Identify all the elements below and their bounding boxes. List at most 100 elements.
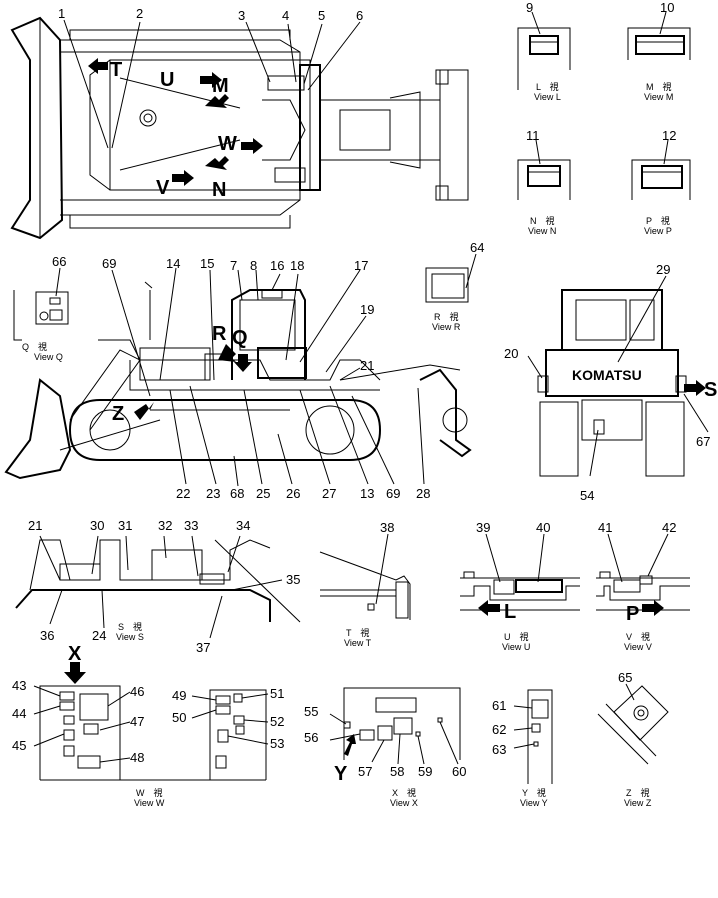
callout-36: 36 — [40, 628, 54, 643]
caption-view-m-jp: M 視 — [646, 81, 672, 92]
callout-6: 6 — [356, 8, 363, 23]
callout-59: 59 — [418, 764, 432, 779]
callout-3: 3 — [238, 8, 245, 23]
callout-39: 39 — [476, 520, 490, 535]
callout-7: 7 — [230, 258, 237, 273]
callout-32: 32 — [158, 518, 172, 533]
callout-65: 65 — [618, 670, 632, 685]
caption-view-v-jp: V 視 — [626, 631, 650, 642]
callout-55: 55 — [304, 704, 318, 719]
view-letter-m: M — [212, 75, 229, 97]
callout-1: 1 — [58, 6, 65, 21]
callout-46: 46 — [130, 684, 144, 699]
caption-view-r-en: View R — [432, 322, 461, 332]
callout-52: 52 — [270, 714, 284, 729]
callout-51: 51 — [270, 686, 284, 701]
side-view-drawing — [4, 267, 472, 487]
callout-50: 50 — [172, 710, 186, 725]
caption-view-m-en: View M — [644, 92, 673, 102]
caption-view-w-jp: W 視 — [136, 787, 163, 798]
view-r: 64 R 視 View R — [425, 240, 484, 332]
callout-16: 16 — [270, 258, 284, 273]
rear-view-labels: 29 20 S 67 54 — [504, 262, 717, 503]
caption-view-p-jp: P 視 — [646, 215, 670, 226]
callout-2: 2 — [136, 6, 143, 21]
view-letter-y: Y — [334, 763, 348, 785]
callout-69-bottom: 69 — [386, 486, 400, 501]
detail-views-lmnp: 9 L 視 View L 10 M 視 View M 11 N 視 View N… — [517, 0, 691, 236]
callout-21: 21 — [360, 358, 374, 373]
callout-44: 44 — [12, 706, 26, 721]
callout-48: 48 — [130, 750, 144, 765]
callout-68: 68 — [230, 486, 244, 501]
callout-45: 45 — [12, 738, 26, 753]
caption-view-n-en: View N — [528, 226, 556, 236]
callout-53: 53 — [270, 736, 284, 751]
view-letter-p: P — [626, 603, 639, 625]
callout-26: 26 — [286, 486, 300, 501]
callout-30: 30 — [90, 518, 104, 533]
callout-31: 31 — [118, 518, 132, 533]
caption-view-r-jp: R 視 — [434, 311, 459, 322]
callout-61: 61 — [492, 698, 506, 713]
caption-view-w-en: View W — [134, 798, 165, 808]
view-s-labels: 21 30 31 32 33 34 35 36 24 37 S 視 View S — [28, 518, 300, 655]
top-view-drawing — [10, 16, 469, 240]
callout-33: 33 — [184, 518, 198, 533]
caption-view-v-en: View V — [624, 642, 652, 652]
callout-12: 12 — [662, 128, 676, 143]
callout-5: 5 — [318, 8, 325, 23]
caption-view-x-en: View X — [390, 798, 418, 808]
callout-66: 66 — [52, 254, 66, 269]
view-t: 38 T 視 View T — [319, 520, 411, 648]
view-z: 65 Z 視 View Z — [597, 670, 669, 808]
view-letter-q: Q — [232, 327, 248, 349]
callout-47: 47 — [130, 714, 144, 729]
callout-41: 41 — [598, 520, 612, 535]
view-letter-t: T — [110, 59, 122, 81]
callout-29: 29 — [656, 262, 670, 277]
callout-28: 28 — [416, 486, 430, 501]
caption-view-u-jp: U 視 — [504, 631, 529, 642]
callout-49: 49 — [172, 688, 186, 703]
caption-view-s-jp: S 視 — [118, 621, 142, 632]
callout-s-21: 21 — [28, 518, 42, 533]
view-w-labels: 43 44 45 46 47 48 49 50 51 52 53 X W 視 V… — [12, 643, 284, 808]
callout-38: 38 — [380, 520, 394, 535]
callout-19: 19 — [360, 302, 374, 317]
caption-view-l-en: View L — [534, 92, 561, 102]
callout-18: 18 — [290, 258, 304, 273]
view-q: 66 Q 視 View Q — [13, 254, 69, 362]
caption-view-y-en: View Y — [520, 798, 548, 808]
callout-4: 4 — [282, 8, 289, 23]
callout-35: 35 — [286, 572, 300, 587]
callout-22: 22 — [176, 486, 190, 501]
callout-24: 24 — [92, 628, 106, 643]
komatsu-logo-text: KOMATSU — [572, 367, 642, 383]
callout-27: 27 — [322, 486, 336, 501]
caption-view-s-en: View S — [116, 632, 144, 642]
callout-60: 60 — [452, 764, 466, 779]
callout-15: 15 — [200, 256, 214, 271]
callout-64: 64 — [470, 240, 484, 255]
caption-view-n-jp: N 視 — [530, 215, 555, 226]
caption-view-t-en: View T — [344, 638, 372, 648]
callout-67: 67 — [696, 434, 710, 449]
callout-9: 9 — [526, 0, 533, 15]
callout-14: 14 — [166, 256, 180, 271]
callout-43: 43 — [12, 678, 26, 693]
caption-view-q-jp: Q 視 — [22, 341, 47, 352]
caption-view-t-jp: T 視 — [346, 627, 369, 638]
view-x — [329, 687, 461, 765]
callout-10: 10 — [660, 0, 674, 15]
caption-view-p-en: View P — [644, 226, 672, 236]
view-y: 61 62 63 Y 視 View Y — [492, 689, 553, 808]
side-view-labels: 69 14 15 7 8 16 18 17 19 21 R Q Z 22 23 … — [102, 256, 430, 501]
top-view-labels: 1 2 3 4 5 6 T U M W V N — [58, 6, 363, 201]
callout-69-top: 69 — [102, 256, 116, 271]
callout-54: 54 — [580, 488, 594, 503]
callout-20: 20 — [504, 346, 518, 361]
callout-40: 40 — [536, 520, 550, 535]
callout-57: 57 — [358, 764, 372, 779]
